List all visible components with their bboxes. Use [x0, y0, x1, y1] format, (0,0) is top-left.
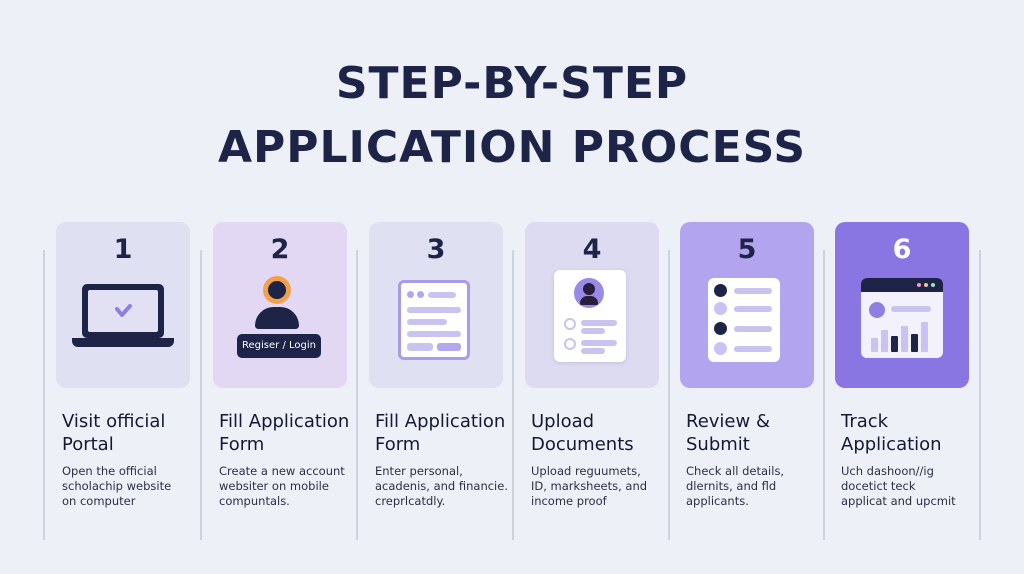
page-title-line1: STEP-BY-STEP — [335, 58, 689, 109]
step-description: Upload reguumets, ID, marksheets, and in… — [531, 464, 648, 508]
divider — [668, 250, 670, 540]
step-card: 1 — [56, 222, 190, 388]
step-heading: Fill Application Form — [219, 411, 350, 455]
step-description: Uch dashoon//ig docetict teck applicat a… — [841, 464, 956, 508]
step-card: 6 — [835, 222, 969, 388]
step-description: Create a new account websiter on mobile … — [219, 464, 345, 508]
divider — [823, 250, 825, 540]
step-number: 5 — [737, 234, 757, 265]
step-number: 4 — [582, 234, 602, 265]
step-5: 5 Review & Submit Check all details, dle… — [680, 222, 814, 508]
step-1: 1 Visit official Portal Open the officia… — [56, 222, 190, 508]
step-description: Open the official scholachip website on … — [62, 464, 172, 508]
step-description: Enter personal, acadenis, and financie. … — [375, 464, 508, 508]
step-6: 6 Track Application Uch dashoon//ig doce… — [835, 222, 969, 508]
step-card: 5 — [680, 222, 814, 388]
step-heading: Upload Documents — [531, 411, 634, 455]
step-3: 3 Fill Application Form Enter personal, … — [369, 222, 508, 508]
step-heading: Review & Submit — [686, 411, 770, 455]
step-heading: Fill Application Form — [375, 411, 506, 455]
divider — [979, 250, 981, 540]
step-4: 4 Upload Documents Upload reguumets, ID,… — [525, 222, 659, 508]
step-2: 2 Regiser / Login Fill Application Form … — [213, 222, 349, 508]
step-number: 3 — [426, 234, 446, 265]
divider — [43, 250, 45, 540]
step-card: 3 — [369, 222, 503, 388]
divider — [356, 250, 358, 540]
divider — [512, 250, 514, 540]
page-title-line2: APPLICATION PROCESS — [217, 122, 807, 173]
register-login-button[interactable]: Regiser / Login — [237, 334, 321, 358]
step-number: 6 — [892, 234, 912, 265]
divider — [200, 250, 202, 540]
step-heading: Visit official Portal — [62, 411, 166, 455]
step-card: 4 — [525, 222, 659, 388]
step-description: Check all details, dlernits, and fld app… — [686, 464, 785, 508]
step-number: 1 — [113, 234, 133, 265]
step-number: 2 — [270, 234, 290, 265]
step-heading: Track Application — [841, 411, 942, 455]
step-card: 2 Regiser / Login — [213, 222, 347, 388]
